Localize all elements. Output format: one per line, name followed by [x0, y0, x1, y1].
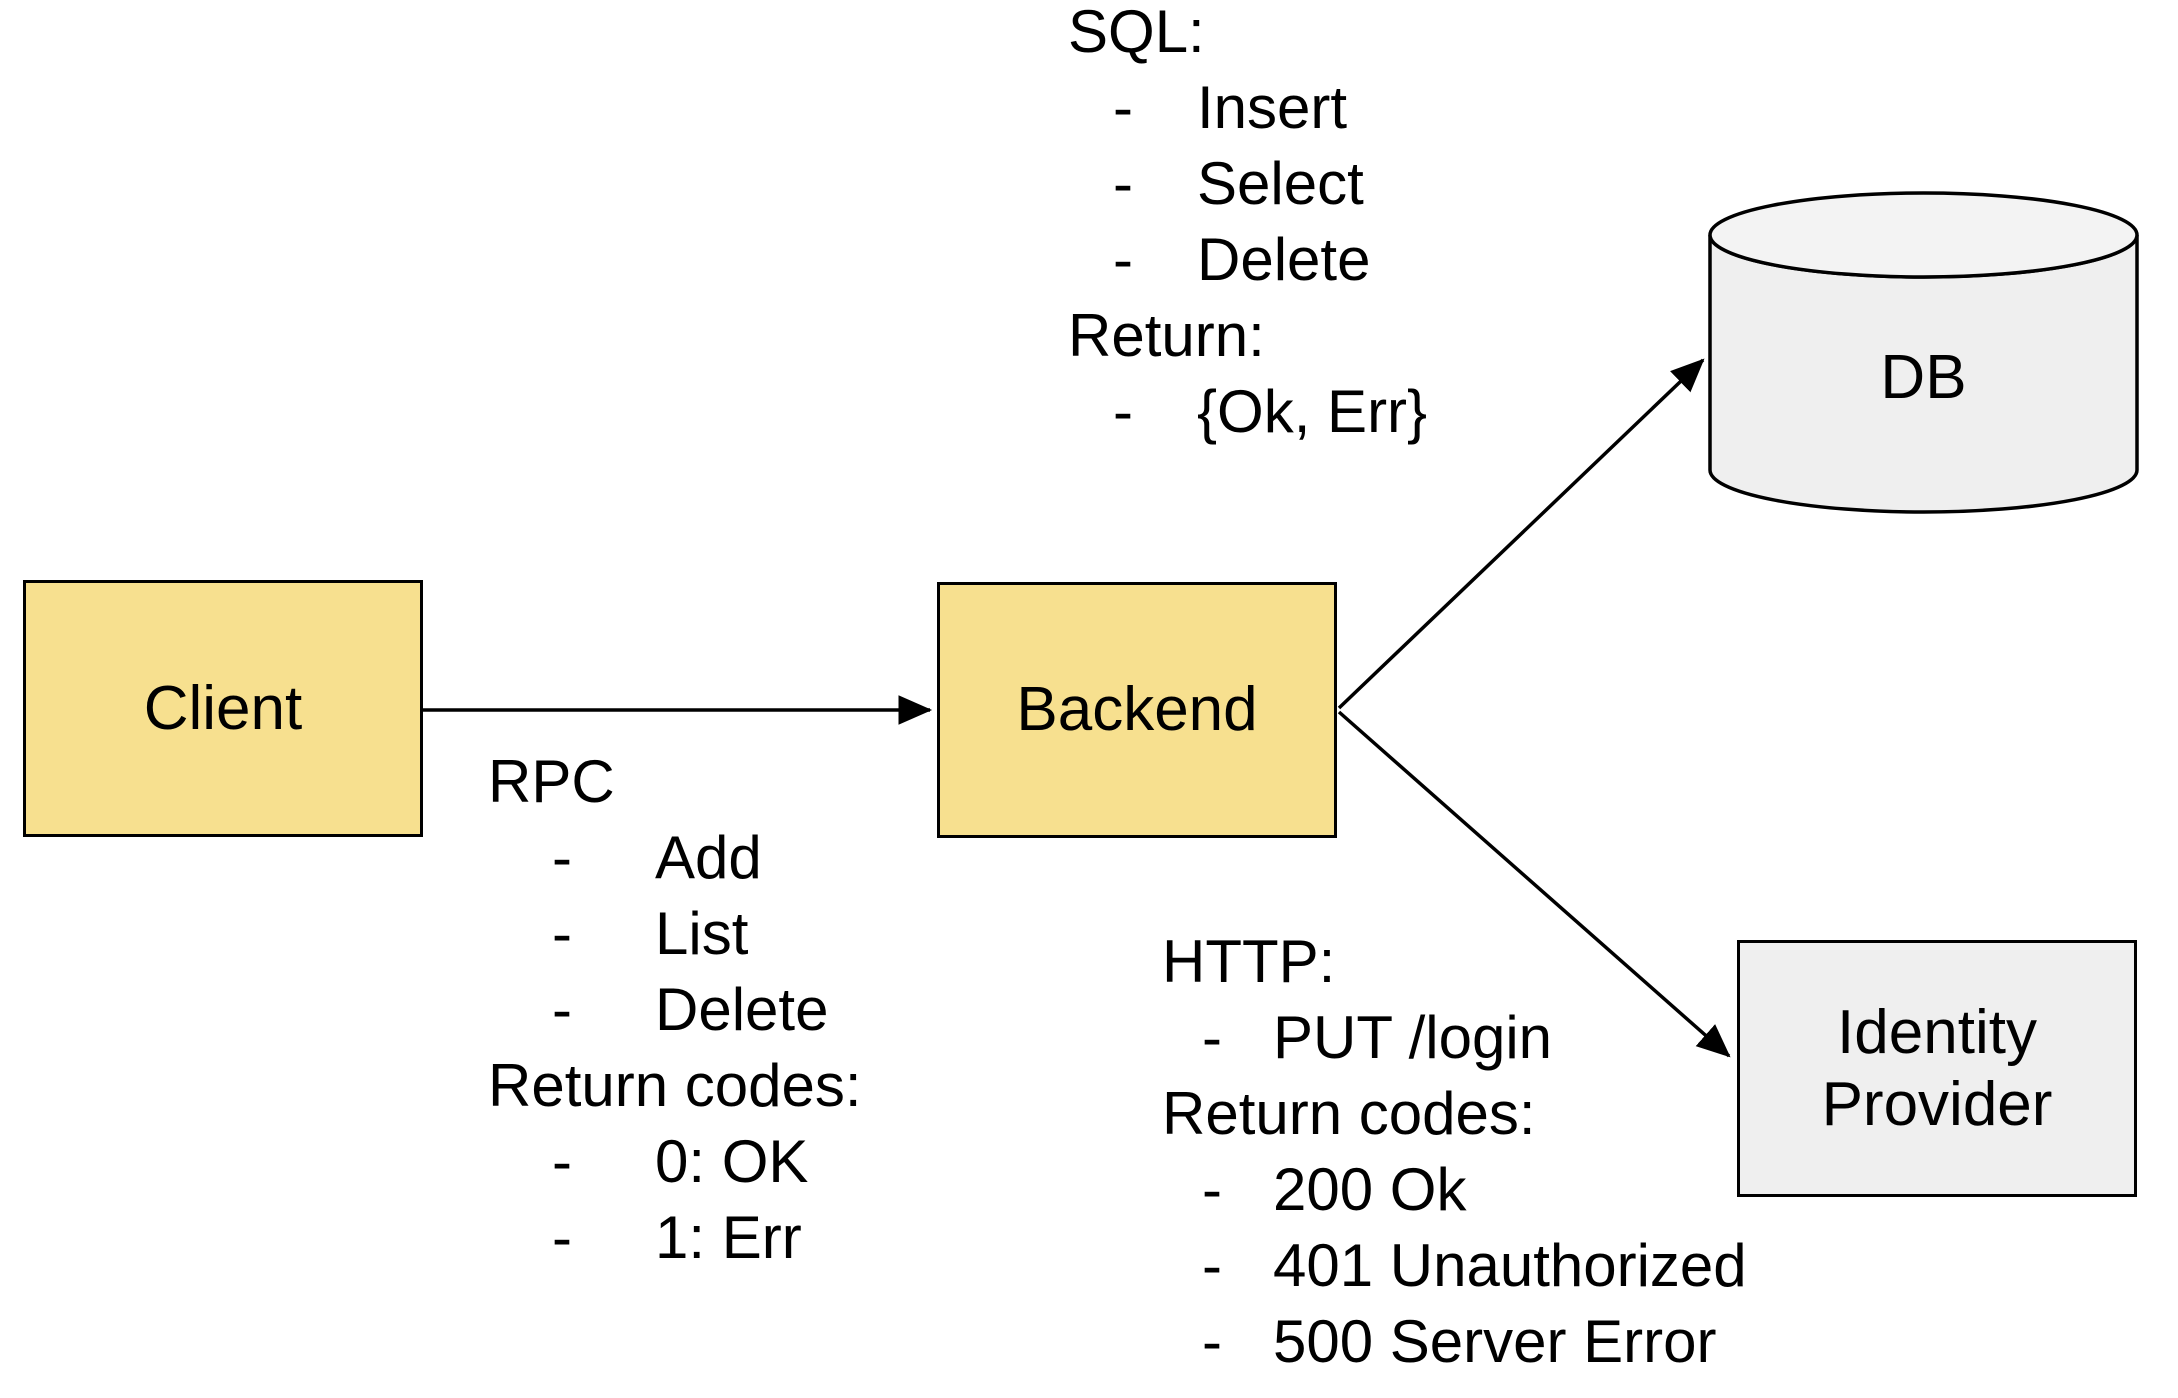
sql-note: SQL: -Insert -Select -Delete Return: -{O…	[1068, 0, 1427, 450]
rpc-note-return-item: -1: Err	[488, 1200, 862, 1276]
http-note: HTTP: -PUT /login Return codes: -200 Ok …	[1162, 924, 1747, 1380]
backend-to-db-arrow	[1337, 358, 1705, 710]
sql-note-item: -Delete	[1068, 222, 1427, 298]
sql-note-item: -Select	[1068, 146, 1427, 222]
rpc-note-item: -Delete	[488, 972, 862, 1048]
bullet-dash: -	[1113, 226, 1133, 293]
http-note-return-title: Return codes:	[1162, 1080, 1536, 1147]
backend-to-identity-provider-arrow	[1337, 710, 1731, 1058]
rpc-note: RPC -Add -List -Delete Return codes: -0:…	[488, 744, 862, 1276]
http-note-return-item: -401 Unauthorized	[1162, 1228, 1747, 1304]
backend-node: Backend	[937, 582, 1337, 838]
rpc-note-item: -List	[488, 896, 862, 972]
identity-provider-node-label: Identity Provider	[1822, 997, 2053, 1141]
db-node-label: DB	[1880, 342, 1967, 412]
backend-node-label: Backend	[1016, 675, 1258, 744]
sql-note-title: SQL:	[1068, 0, 1205, 65]
bullet-dash: -	[1113, 378, 1133, 445]
http-note-return-item: -200 Ok	[1162, 1152, 1747, 1228]
sql-note-return-title: Return:	[1068, 302, 1265, 369]
bullet-dash: -	[1113, 74, 1133, 141]
bullet-dash: -	[1202, 1232, 1222, 1299]
http-note-return-item: -500 Server Error	[1162, 1304, 1747, 1380]
bullet-dash: -	[1202, 1004, 1222, 1071]
bullet-dash: -	[1202, 1156, 1222, 1223]
rpc-note-title: RPC	[488, 748, 615, 815]
rpc-note-item: -Add	[488, 820, 862, 896]
rpc-note-return-item: -0: OK	[488, 1124, 862, 1200]
bullet-dash: -	[1113, 150, 1133, 217]
http-note-item: -PUT /login	[1162, 1000, 1747, 1076]
sql-note-item: -Insert	[1068, 70, 1427, 146]
client-node: Client	[23, 580, 423, 837]
bullet-dash: -	[552, 1128, 572, 1195]
identity-provider-label-line1: Identity	[1837, 997, 2037, 1067]
identity-provider-label-line2: Provider	[1821, 1069, 2053, 1139]
identity-provider-node: Identity Provider	[1737, 940, 2137, 1197]
http-note-title: HTTP:	[1162, 928, 1336, 995]
bullet-dash: -	[552, 900, 572, 967]
db-cylinder	[1708, 191, 2139, 514]
bullet-dash: -	[552, 1204, 572, 1271]
bullet-dash: -	[1202, 1308, 1222, 1375]
db-cylinder-top	[1708, 191, 2139, 279]
bullet-dash: -	[552, 824, 572, 891]
bullet-dash: -	[552, 976, 572, 1043]
sql-note-return-item: -{Ok, Err}	[1068, 374, 1427, 450]
rpc-note-return-title: Return codes:	[488, 1052, 862, 1119]
client-node-label: Client	[143, 673, 303, 743]
